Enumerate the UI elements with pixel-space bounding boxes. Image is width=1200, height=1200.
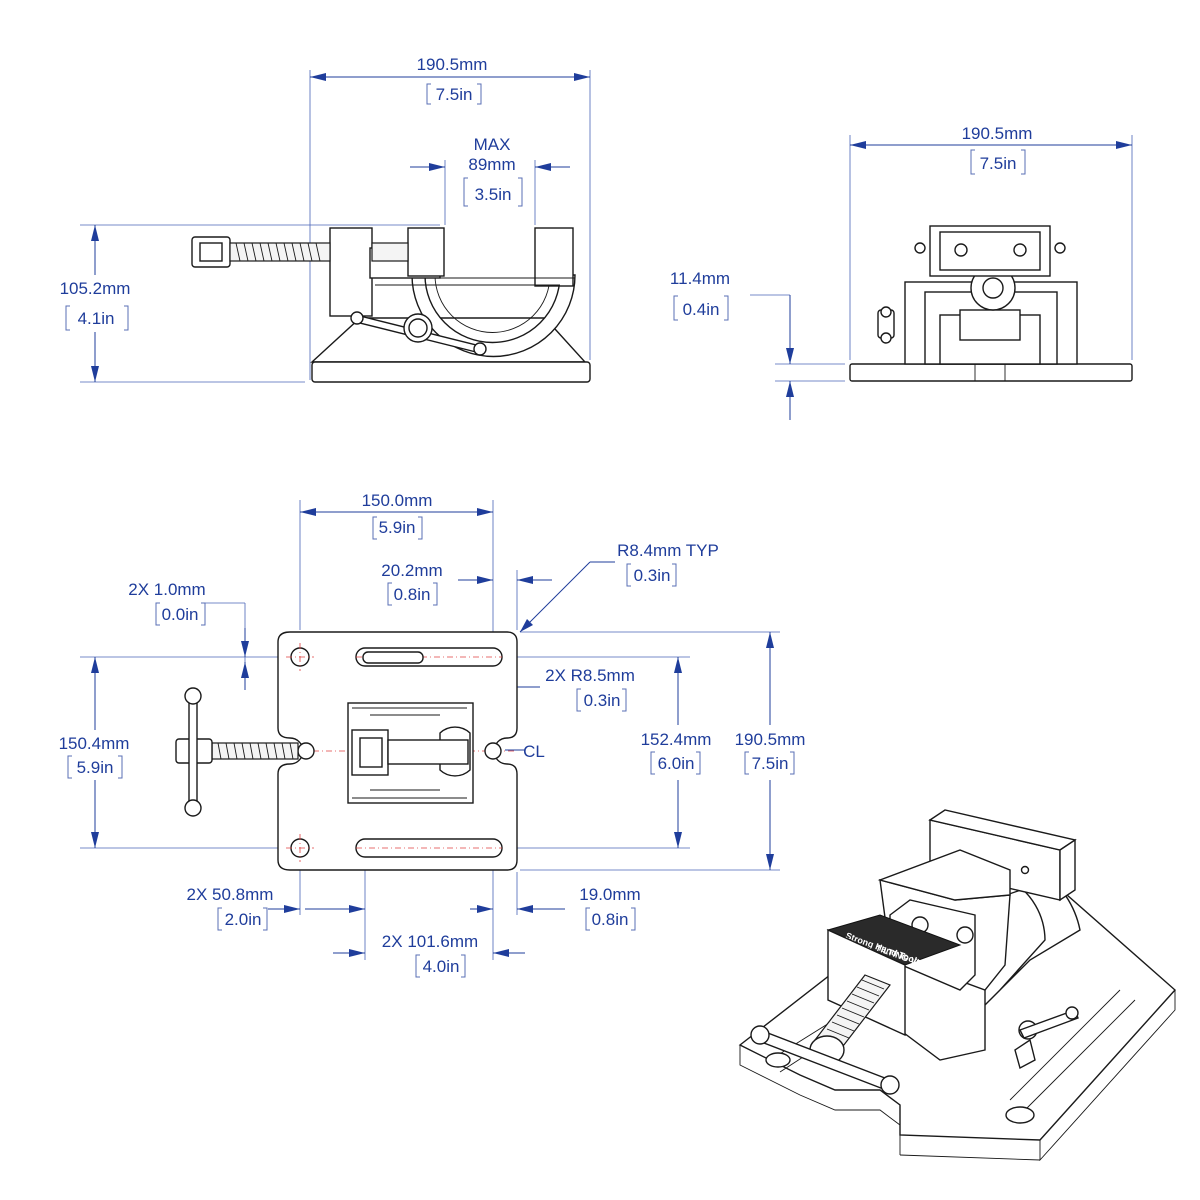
end-view: 190.5mm 7.5in 11.4mm 0.4in: [670, 124, 1133, 420]
top-view: 150.0mm 5.9in 20.2mm 0.8in R8.4mm TYP 0.…: [59, 491, 806, 978]
end-width-mm: 190.5mm: [962, 124, 1033, 143]
slot-spacing-in: 6.0in: [658, 754, 695, 773]
corner-radius-mm: R8.4mm TYP: [617, 541, 719, 560]
notch-radius-in: 0.3in: [584, 691, 621, 710]
end-width-in: 7.5in: [980, 154, 1017, 173]
hole-offset-in: 2.0in: [225, 910, 262, 929]
max-label: MAX: [474, 135, 511, 154]
base-thickness-in: 0.4in: [683, 300, 720, 319]
edge-in: 0.8in: [592, 910, 629, 929]
jaw-opening-in: 3.5in: [475, 185, 512, 204]
isometric-view: Strong Hand Tools TILTING VISE: [738, 809, 1176, 1162]
hole-span-in: 5.9in: [77, 758, 114, 777]
base-thickness-mm: 11.4mm: [670, 269, 730, 288]
slot-length-mm: 2X 101.6mm: [382, 932, 478, 951]
side-height-mm: 105.2mm: [60, 279, 131, 298]
slot-length-in: 4.0in: [423, 957, 460, 976]
iso-tilt-lock-icon: [1014, 1006, 1079, 1070]
centerline-label: CL: [523, 742, 545, 761]
side-width-mm: 190.5mm: [417, 55, 488, 74]
notch-radius-mm: 2X R8.5mm: [545, 666, 635, 685]
depth-mm: 190.5mm: [735, 730, 806, 749]
mount-slot: [355, 838, 503, 858]
chamfer-mm: 2X 1.0mm: [128, 580, 205, 599]
side-width-in: 7.5in: [436, 85, 473, 104]
top-screw-icon: [175, 687, 299, 817]
slot-span-in: 5.9in: [379, 518, 416, 537]
side-view: 190.5mm 7.5in MAX 89mm 3.5in 105.2mm 4.1…: [60, 55, 591, 383]
slot-span-mm: 150.0mm: [362, 491, 433, 510]
side-height-in: 4.1in: [78, 309, 115, 328]
offset-mm: 20.2mm: [381, 561, 442, 580]
corner-radius-in: 0.3in: [634, 566, 671, 585]
side-screw-thread-icon: [229, 242, 409, 262]
offset-in: 0.8in: [394, 585, 431, 604]
slot-spacing-mm: 152.4mm: [641, 730, 712, 749]
jaw-opening-mm: 89mm: [468, 155, 515, 174]
chamfer-in: 0.0in: [162, 605, 199, 624]
edge-mm: 19.0mm: [579, 885, 640, 904]
iso-screw-icon: [750, 974, 900, 1095]
hole-span-mm: 150.4mm: [59, 734, 130, 753]
depth-in: 7.5in: [752, 754, 789, 773]
hole-offset-mm: 2X 50.8mm: [187, 885, 274, 904]
